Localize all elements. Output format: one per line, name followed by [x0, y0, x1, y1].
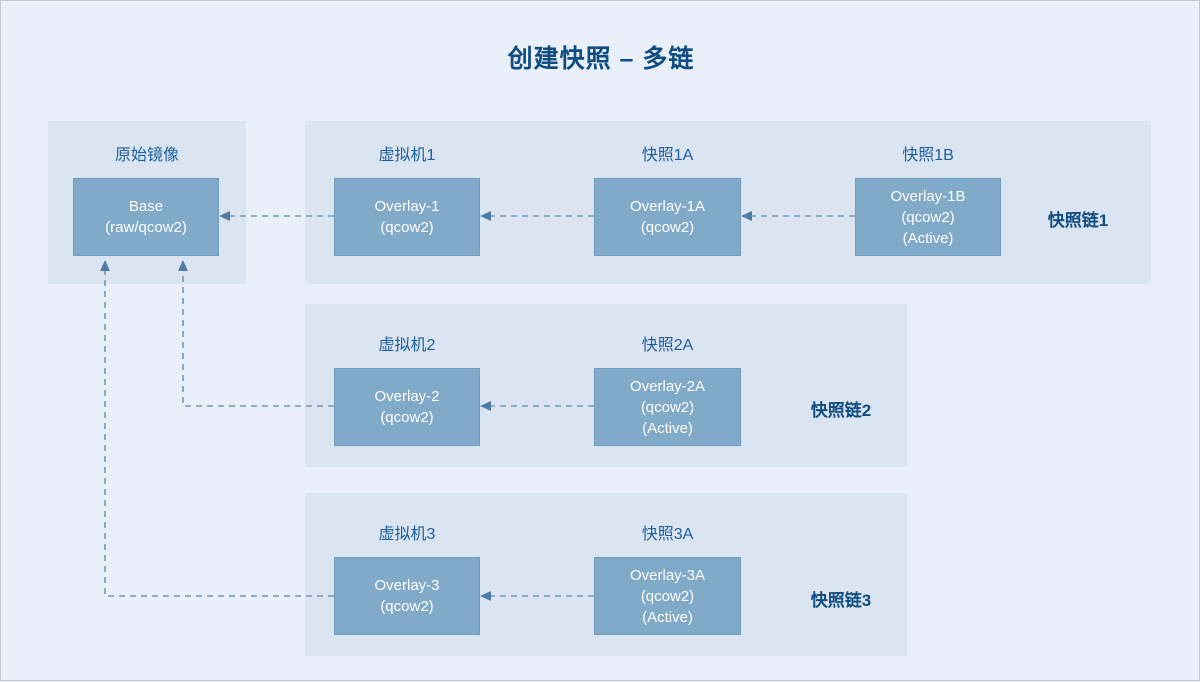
node-overlay-3a-line1: Overlay-3A [629, 566, 706, 584]
node-overlay-2a-line2: (qcow2) [640, 398, 695, 416]
node-overlay-1b-line2: (qcow2) [901, 208, 955, 226]
chain-label-2: 快照链2 [810, 401, 872, 420]
caption-snapshot-2a: 快照2A [641, 337, 694, 354]
node-overlay-1b-line3: (Active) [902, 229, 954, 247]
chain-label-3: 快照链3 [810, 591, 872, 610]
node-overlay-1a-line1: Overlay-1A [629, 198, 706, 215]
node-overlay-1b[interactable]: Overlay-1B (qcow2) (Active) [855, 178, 1001, 256]
node-overlay-1a[interactable]: Overlay-1A (qcow2) [594, 178, 741, 256]
node-overlay-3a-line3: (Active) [642, 608, 693, 626]
node-overlay-1-line1: Overlay-1 [374, 198, 440, 215]
node-overlay-3a-line2: (qcow2) [640, 587, 695, 605]
caption-snapshot-1b: 快照1B [902, 147, 954, 164]
node-overlay-2a-line3: (Active) [642, 419, 693, 437]
page-title: 创建快照 – 多链 [507, 45, 695, 73]
node-overlay-2[interactable]: Overlay-2 (qcow2) [334, 368, 480, 446]
node-base[interactable]: Base (raw/qcow2) [73, 178, 219, 256]
node-base-line1: Base [128, 198, 164, 215]
node-overlay-3-line1: Overlay-3 [374, 577, 440, 594]
caption-snapshot-1a: 快照1A [641, 147, 694, 164]
chain-label-1: 快照链1 [1047, 211, 1109, 230]
node-overlay-3-line2: (qcow2) [380, 598, 434, 615]
caption-vm-3: 虚拟机3 [378, 526, 436, 543]
node-overlay-2a[interactable]: Overlay-2A (qcow2) (Active) [594, 368, 741, 446]
node-overlay-3a[interactable]: Overlay-3A (qcow2) (Active) [594, 557, 741, 635]
node-overlay-2-line1: Overlay-2 [374, 388, 440, 405]
caption-vm-2: 虚拟机2 [378, 337, 436, 354]
node-overlay-3[interactable]: Overlay-3 (qcow2) [334, 557, 480, 635]
caption-original-image: 原始镜像 [114, 147, 179, 164]
node-overlay-1a-line2: (qcow2) [640, 219, 695, 236]
node-overlay-2-line2: (qcow2) [380, 409, 434, 426]
node-overlay-2a-line1: Overlay-2A [629, 377, 706, 395]
node-base-line2: (raw/qcow2) [105, 219, 187, 236]
caption-snapshot-3a: 快照3A [641, 526, 694, 543]
node-overlay-1[interactable]: Overlay-1 (qcow2) [334, 178, 480, 256]
caption-vm-1: 虚拟机1 [378, 147, 436, 164]
node-overlay-1-line2: (qcow2) [380, 219, 434, 236]
node-overlay-1b-line1: Overlay-1B [890, 187, 966, 205]
